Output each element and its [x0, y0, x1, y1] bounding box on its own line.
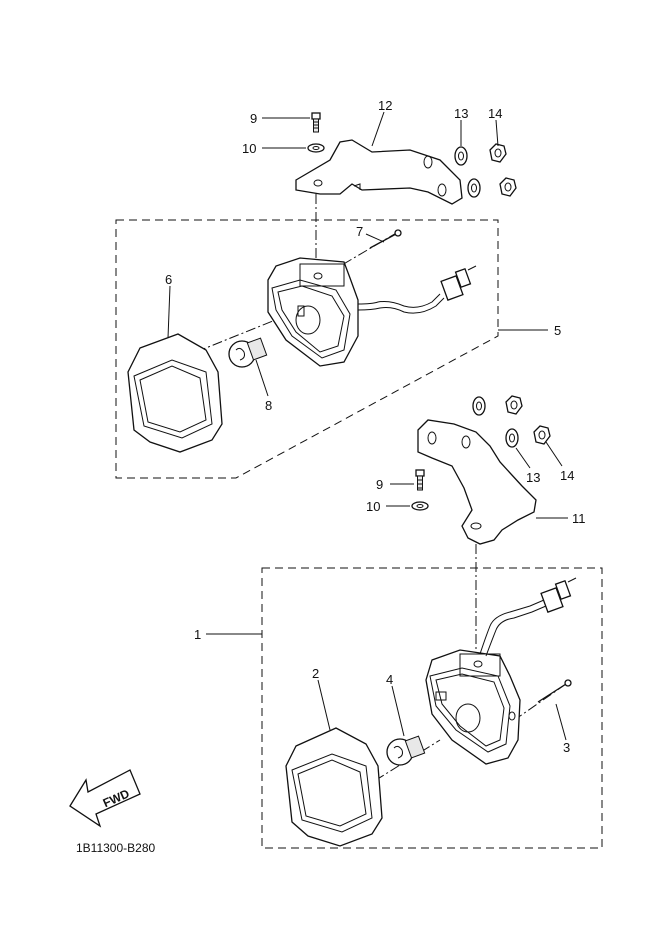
nut-14-mid-b [533, 425, 551, 445]
washer-13-mid-b [505, 428, 519, 448]
lamp-housing-lower [425, 599, 547, 765]
callout-5: 5 [554, 323, 561, 338]
bracket-top [295, 139, 463, 205]
callout-14-mid: 14 [560, 468, 574, 483]
callout-13-top: 13 [454, 106, 468, 121]
callout-3: 3 [563, 740, 570, 755]
forward-arrow-icon: FWD [69, 769, 141, 828]
lens-upper [127, 333, 223, 453]
callout-14-top: 14 [488, 106, 502, 121]
nut-14-mid-a [505, 395, 523, 415]
connector-upper [440, 265, 477, 301]
assembly-box-lower [261, 567, 603, 849]
callout-9-top: 9 [250, 111, 257, 126]
callout-4: 4 [386, 672, 393, 687]
callout-7: 7 [356, 224, 363, 239]
lamp-housing-upper [267, 257, 445, 367]
bulb-lower [386, 735, 426, 766]
bracket-mid [417, 419, 537, 545]
callout-9-mid: 9 [376, 477, 383, 492]
nut-14-top-a [489, 143, 507, 163]
callout-8: 8 [265, 398, 272, 413]
nut-14-top-b [499, 177, 517, 197]
assembly-box-upper [115, 219, 499, 479]
callout-10-top: 10 [242, 141, 256, 156]
washer-13-top-b [467, 178, 481, 198]
callout-11: 11 [572, 511, 586, 526]
callout-2: 2 [312, 666, 319, 681]
lens-lower [285, 727, 383, 847]
screw-7 [369, 229, 402, 249]
bolt-mid [415, 469, 425, 491]
callout-12: 12 [378, 98, 392, 113]
callout-1: 1 [194, 627, 201, 642]
washer-13-mid-a [472, 396, 486, 416]
diagram-code: 1B11300-B280 [76, 841, 156, 855]
screw-3 [537, 679, 572, 703]
washer-top [307, 143, 325, 153]
callout-13-mid: 13 [526, 470, 540, 485]
connector-lower [540, 577, 577, 613]
bolt-top [311, 112, 321, 133]
callout-6: 6 [165, 272, 172, 287]
washer-13-top-a [454, 146, 468, 166]
washer-mid [411, 501, 429, 511]
bulb-upper [228, 337, 268, 368]
leader-lines [167, 111, 568, 741]
callout-10-mid: 10 [366, 499, 380, 514]
